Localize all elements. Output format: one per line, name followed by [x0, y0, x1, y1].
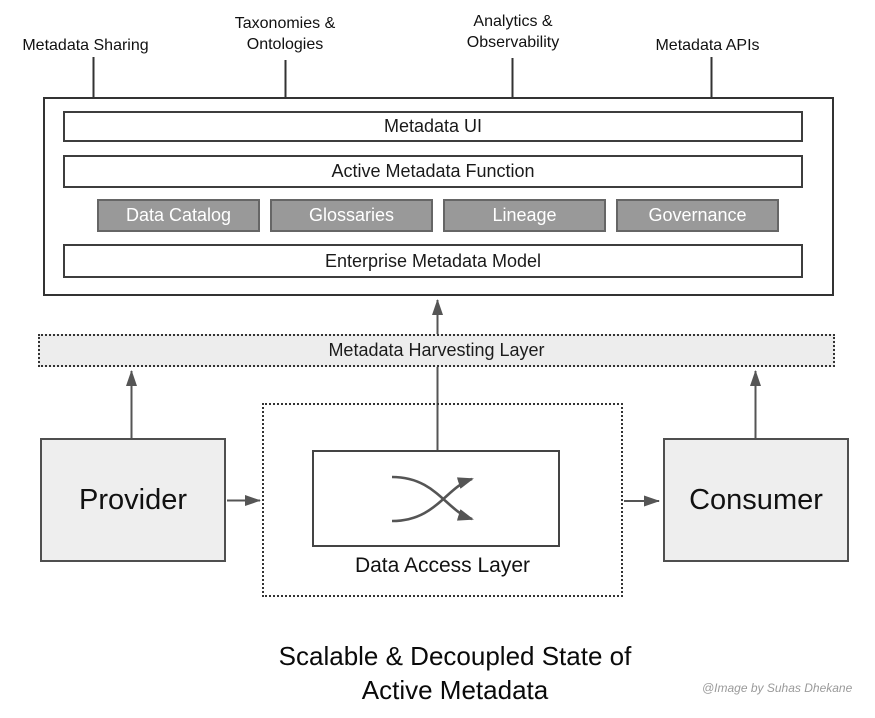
capability-lineage: Lineage [443, 199, 606, 232]
diagram-title: Scalable & Decoupled State of Active Met… [278, 641, 632, 705]
enterprise-metadata-model-bar: Enterprise Metadata Model [63, 244, 803, 278]
label-metadata-sharing: Metadata Sharing [22, 37, 149, 54]
image-credit: @Image by Suhas Dhekane [702, 681, 853, 695]
provider-box: Provider [40, 438, 226, 562]
active-metadata-function-bar: Active Metadata Function [63, 155, 803, 188]
metadata-harvesting-layer-box: Metadata Harvesting Layer [38, 334, 835, 367]
consumer-box: Consumer [663, 438, 849, 562]
metadata-ui-bar: Metadata UI [63, 111, 803, 142]
capability-glossaries: Glossaries [270, 199, 433, 232]
metadata-platform-box: Metadata UI Active Metadata Function Dat… [43, 97, 834, 296]
capability-governance: Governance [616, 199, 779, 232]
label-analytics-observability: Analytics & Observability [466, 13, 560, 51]
data-access-layer-dotted-box [262, 403, 623, 597]
data-access-exchange-box [312, 450, 560, 547]
crossing-arrows-icon [391, 475, 474, 522]
label-metadata-apis: Metadata APIs [655, 37, 760, 54]
label-taxonomies-ontologies: Taxonomies & Ontologies [234, 15, 336, 53]
capability-data-catalog: Data Catalog [97, 199, 260, 232]
data-access-layer-label: Data Access Layer [354, 554, 531, 577]
